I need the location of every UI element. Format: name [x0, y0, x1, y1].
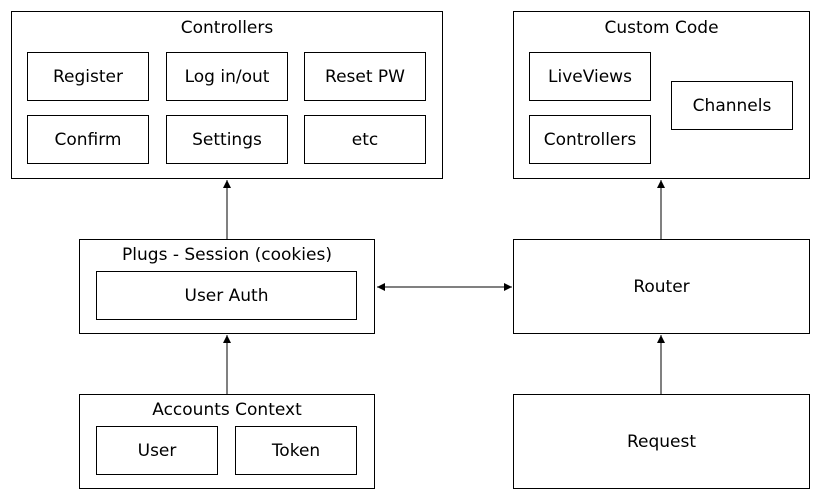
- login-logout-node: Log in/out: [166, 52, 288, 101]
- etc-node: etc: [304, 115, 426, 164]
- token-node: Token: [235, 426, 357, 475]
- plugs-session-title: Plugs - Session (cookies): [122, 245, 332, 265]
- accounts-context-title: Accounts Context: [152, 400, 302, 420]
- channels-node: Channels: [671, 81, 793, 130]
- request-node: Request: [513, 394, 810, 489]
- router-node: Router: [513, 239, 810, 334]
- user-node: User: [96, 426, 218, 475]
- reset-pw-node: Reset PW: [304, 52, 426, 101]
- register-node: Register: [27, 52, 149, 101]
- settings-node: Settings: [166, 115, 288, 164]
- user-auth-node: User Auth: [96, 271, 357, 320]
- liveviews-node: LiveViews: [529, 52, 651, 101]
- confirm-node: Confirm: [27, 115, 149, 164]
- controllers-title: Controllers: [180, 18, 274, 38]
- custom-controllers-node: Controllers: [529, 115, 651, 164]
- custom-code-title: Custom Code: [604, 18, 719, 38]
